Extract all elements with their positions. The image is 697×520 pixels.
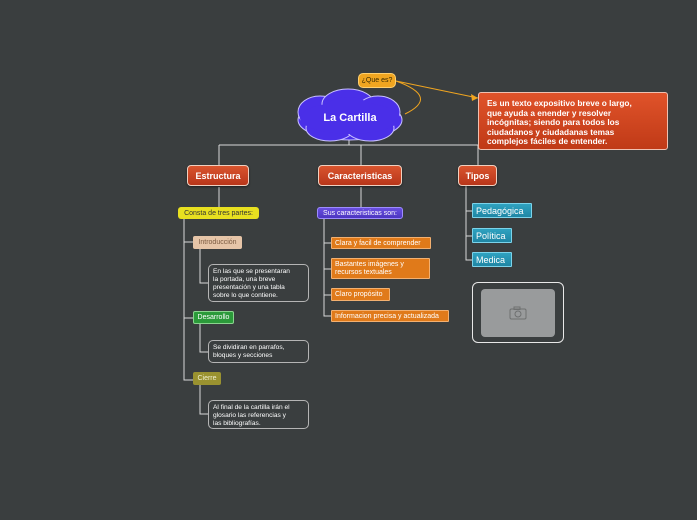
topic-caracteristicas[interactable]: Caracteristicas <box>318 165 402 186</box>
central-topic-title: La Cartilla <box>323 112 377 124</box>
caracteristica-item[interactable]: Claro propósito <box>331 288 390 301</box>
caracteristica-item[interactable]: Bastantes imágenes y recursos textuales <box>331 258 430 279</box>
cloud-shape <box>297 88 403 142</box>
topic-tipos[interactable]: Tipos <box>458 165 497 186</box>
tipo-item-medica[interactable]: Medica <box>472 252 512 267</box>
note-introduccion: En las que se presentaran la portada, un… <box>208 264 309 302</box>
part-desarrollo[interactable]: Desarrollo <box>193 311 234 324</box>
caracteristica-item[interactable]: Informacion precisa y actualizada <box>331 310 449 322</box>
part-introduccion[interactable]: Introducción <box>193 236 242 249</box>
caracteristica-item[interactable]: Clara y facil de comprender <box>331 237 431 249</box>
caracteristicas-subtopic[interactable]: Sus caracteristicas son: <box>317 207 403 219</box>
note-cierre: Al final de la cartilla irán el glosario… <box>208 400 309 429</box>
image-placeholder[interactable] <box>472 282 564 343</box>
image-placeholder-inner <box>481 289 555 337</box>
estructura-subtopic[interactable]: Consta de tres partes: <box>178 207 259 219</box>
camera-icon <box>509 306 527 320</box>
tipo-item-pedagogica[interactable]: Pedagógica <box>472 203 532 218</box>
note-desarrollo: Se dividiran en parrafos, bloques y secc… <box>208 340 309 363</box>
definition-callout: Es un texto expositivo breve o largo, qu… <box>478 92 668 150</box>
tipo-item-politica[interactable]: Política <box>472 228 512 243</box>
question-tag[interactable]: ¿Que es? <box>358 73 396 88</box>
part-cierre[interactable]: Cierre <box>193 372 221 385</box>
central-topic[interactable]: La Cartilla <box>290 88 410 143</box>
topic-estructura[interactable]: Estructura <box>187 165 249 186</box>
